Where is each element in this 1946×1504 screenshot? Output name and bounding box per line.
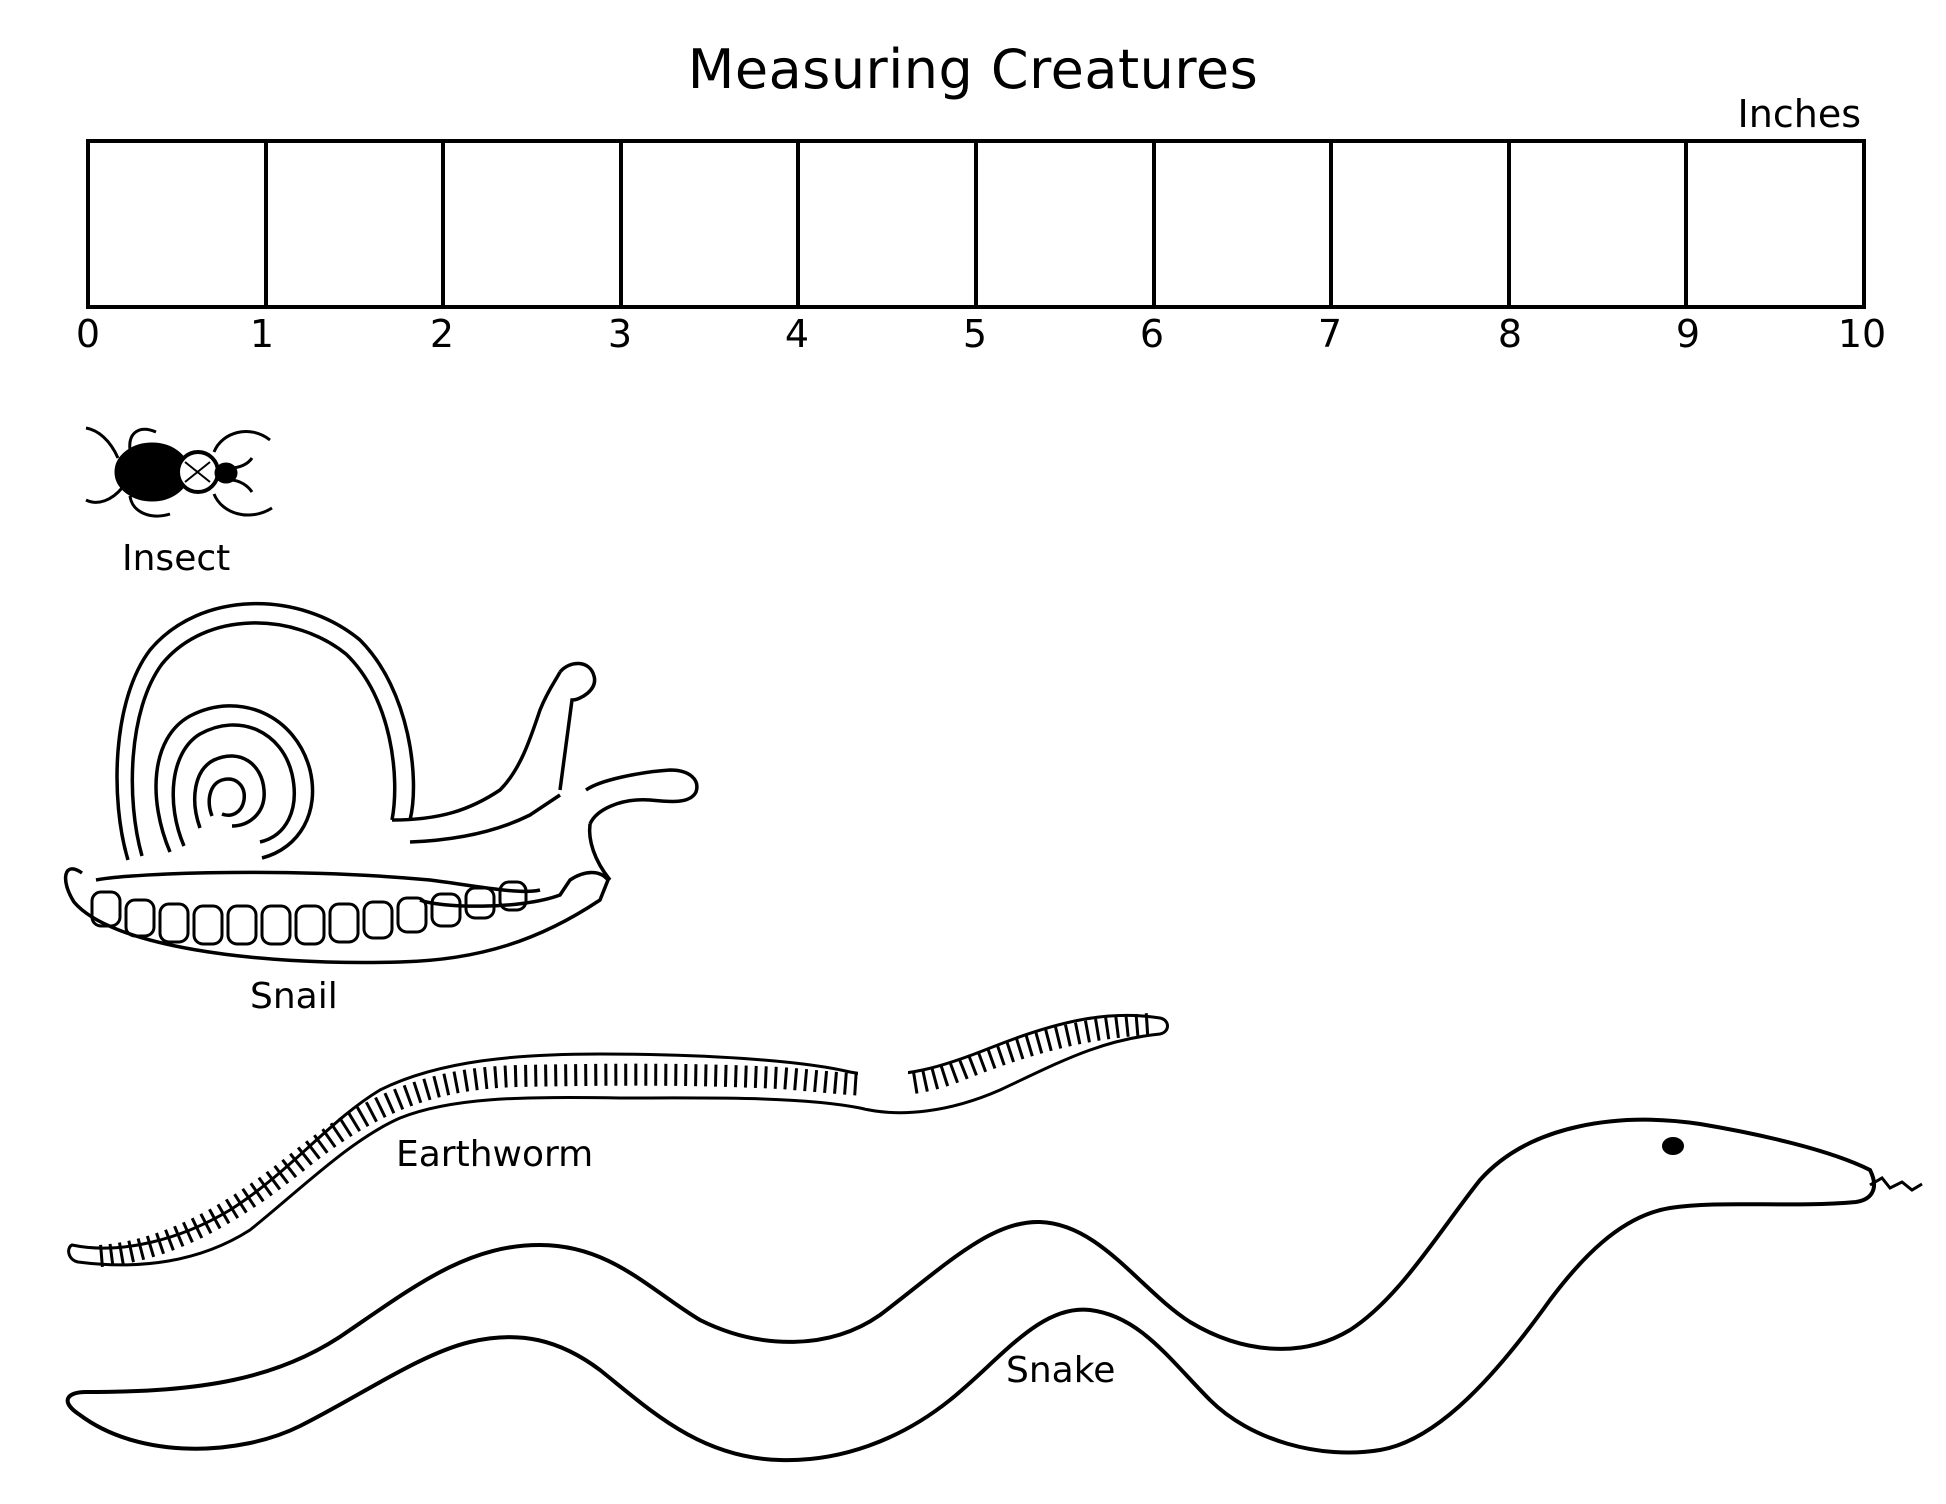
ruler-tick-label: 0 bbox=[75, 312, 101, 356]
creature-label-earthworm: Earthworm bbox=[396, 1134, 594, 1175]
creature-label-snail: Snail bbox=[250, 976, 338, 1017]
ruler-segment bbox=[1511, 143, 1689, 305]
ruler-tick-label: 4 bbox=[784, 312, 810, 356]
ruler-segment bbox=[978, 143, 1156, 305]
ruler-segment bbox=[800, 143, 978, 305]
snake-icon bbox=[65, 1117, 1923, 1463]
ruler-tick-label: 6 bbox=[1139, 312, 1165, 356]
ruler-tick-label: 3 bbox=[607, 312, 633, 356]
ruler-segment bbox=[90, 143, 268, 305]
beetle-icon bbox=[85, 426, 273, 518]
page-title: Measuring Creatures bbox=[687, 38, 1259, 101]
ruler-tick-label: 1 bbox=[249, 312, 275, 356]
creature-label-snake: Snake bbox=[1006, 1350, 1116, 1391]
ruler-tick-label: 10 bbox=[1837, 312, 1887, 356]
ruler-segment bbox=[623, 143, 801, 305]
earthworm-icon bbox=[67, 1013, 1169, 1267]
ruler-segment bbox=[1333, 143, 1511, 305]
ruler-segment bbox=[445, 143, 623, 305]
ruler-segment bbox=[268, 143, 446, 305]
ruler-tick-label: 9 bbox=[1675, 312, 1701, 356]
creature-label-insect: Insect bbox=[122, 538, 231, 579]
ruler-segment bbox=[1156, 143, 1334, 305]
ruler-tick-label: 7 bbox=[1317, 312, 1343, 356]
inch-ruler bbox=[86, 139, 1866, 309]
units-label: Inches bbox=[1737, 92, 1861, 136]
ruler-tick-label: 8 bbox=[1497, 312, 1523, 356]
ruler-tick-label: 5 bbox=[962, 312, 988, 356]
ruler-tick-label: 2 bbox=[429, 312, 455, 356]
snail-icon bbox=[63, 601, 699, 965]
